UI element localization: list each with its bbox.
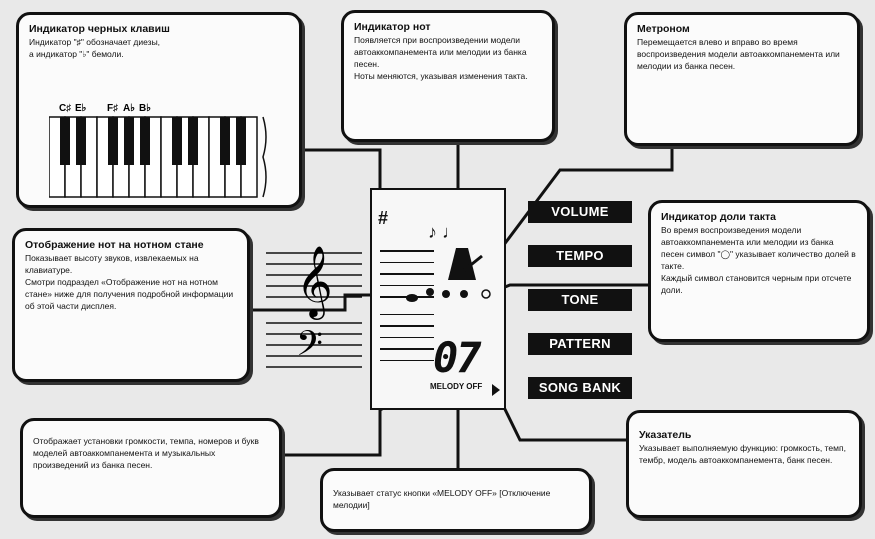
beat-indicator-callout: Индикатор доли такта Во время воспроизве… xyxy=(648,200,870,342)
note-indicator-callout: Индикатор нот Появляется при воспроизвед… xyxy=(341,10,555,142)
lcd-digits: 07 xyxy=(433,333,482,382)
black-key xyxy=(60,117,70,165)
note-indicator-title: Индикатор нот xyxy=(354,21,431,33)
pattern-label: PATTERN xyxy=(528,333,632,355)
pointer-title: Указатель xyxy=(639,429,692,441)
melody-off-text: Указывает статус кнопки «MELODY OFF» [От… xyxy=(333,488,551,510)
bass-clef-icon: 𝄢 xyxy=(296,323,323,372)
black-keys-callout: Индикатор черных клавиш Индикатор "♯" об… xyxy=(16,12,302,208)
black-keys-text: Индикатор "♯" обозначает диезы, а индика… xyxy=(29,37,161,59)
melody-off-label: MELODY OFF xyxy=(430,382,483,391)
beat-dot-empty xyxy=(481,289,491,299)
note-indicator-glyphs: ♪ ♩ xyxy=(428,222,461,242)
staff-notes-title: Отображение нот на нотном стане xyxy=(25,239,204,251)
beat-dot xyxy=(460,290,468,298)
song-bank-label: SONG BANK xyxy=(528,377,632,399)
black-key xyxy=(140,117,150,165)
volume-label: VOLUME xyxy=(528,201,632,223)
staff-notes-callout: Отображение нот на нотном стане Показыва… xyxy=(12,228,250,382)
metronome-text: Перемещается влево и вправо во время вос… xyxy=(637,37,840,71)
tempo-label: TEMPO xyxy=(528,245,632,267)
melody-off-callout: Указывает статус кнопки «MELODY OFF» [От… xyxy=(320,468,592,532)
black-key xyxy=(172,117,182,165)
settings-callout: Отображает установки громкости, темпа, н… xyxy=(20,418,282,518)
staff-notes-text: Показывает высоту звуков, извлекаемых на… xyxy=(25,253,234,311)
black-keys-title: Индикатор черных клавиш xyxy=(29,23,170,35)
black-key xyxy=(188,117,198,165)
keyboard-bracket xyxy=(262,116,267,198)
settings-text: Отображает установки громкости, темпа, н… xyxy=(33,436,259,470)
black-key xyxy=(236,117,246,165)
beat-dot xyxy=(426,288,434,296)
black-key xyxy=(76,117,86,165)
black-key xyxy=(220,117,230,165)
black-key xyxy=(124,117,134,165)
beat-indicator-title: Индикатор доли такта xyxy=(661,211,776,223)
pointer-icon xyxy=(492,384,500,396)
black-key xyxy=(108,117,118,165)
black-key-label: A♭ xyxy=(123,103,135,114)
black-key-label: B♭ xyxy=(139,103,151,114)
keyboard-illustration: C♯ E♭ F♯ A♭ B♭ xyxy=(49,103,267,198)
pointer-callout: Указатель Указывает выполняемую функцию:… xyxy=(626,410,862,518)
treble-clef-icon: 𝄞 xyxy=(296,244,333,320)
metronome-title: Метроном xyxy=(637,23,690,35)
pointer-text: Указывает выполняемую функцию: громкость… xyxy=(639,443,846,465)
beat-indicator-text: Во время воспроизведения модели автоакко… xyxy=(661,225,856,295)
metronome-icon xyxy=(448,248,483,280)
black-key-label: E♭ xyxy=(75,103,87,114)
metronome-callout: Метроном Перемещается влево и вправо во … xyxy=(624,12,860,146)
black-key-label: C♯ xyxy=(59,103,71,114)
tone-label: TONE xyxy=(528,289,632,311)
lcd-display xyxy=(370,188,506,410)
black-key-label: F♯ xyxy=(107,103,118,114)
beat-dot xyxy=(442,290,450,298)
sharp-indicator: # xyxy=(378,208,389,228)
note-indicator-text: Появляется при воспроизведении модели ав… xyxy=(354,35,528,81)
note-head-icon xyxy=(406,294,418,302)
